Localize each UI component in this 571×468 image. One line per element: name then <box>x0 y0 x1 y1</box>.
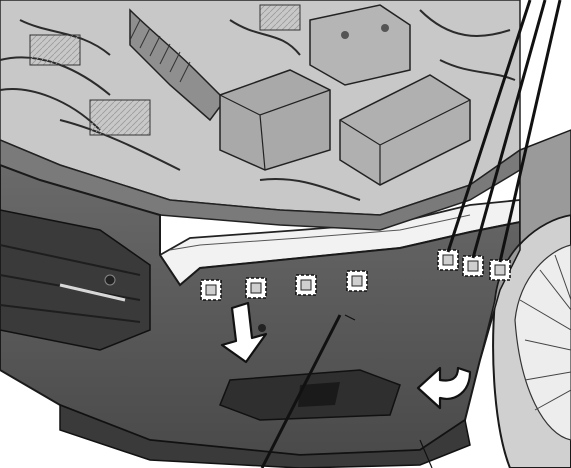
engine-bay <box>0 0 521 216</box>
arrow-down-icon <box>220 301 268 364</box>
callout-line <box>260 314 342 468</box>
callout-line <box>471 0 547 259</box>
clip <box>462 255 484 277</box>
callout-line <box>446 0 532 253</box>
clip-group-upper-center <box>200 270 368 301</box>
clip <box>489 259 511 281</box>
callout-line <box>419 439 433 468</box>
fuse-box <box>339 74 471 186</box>
air-filter-box <box>219 69 331 171</box>
front-wheel <box>492 213 571 468</box>
arrow-curved-left-icon <box>416 366 472 410</box>
callout-line <box>344 314 356 321</box>
clip <box>245 277 267 299</box>
clip <box>200 279 222 301</box>
callout-lines <box>260 0 562 468</box>
clip-group-upper-right <box>437 249 511 281</box>
callout-line <box>498 0 562 263</box>
battery <box>309 4 411 86</box>
clip <box>295 274 317 296</box>
clip <box>346 270 368 292</box>
intake-duct <box>129 8 226 122</box>
grille <box>0 209 151 351</box>
clip <box>437 249 459 271</box>
lower-lip <box>59 403 471 468</box>
fender <box>479 129 571 361</box>
